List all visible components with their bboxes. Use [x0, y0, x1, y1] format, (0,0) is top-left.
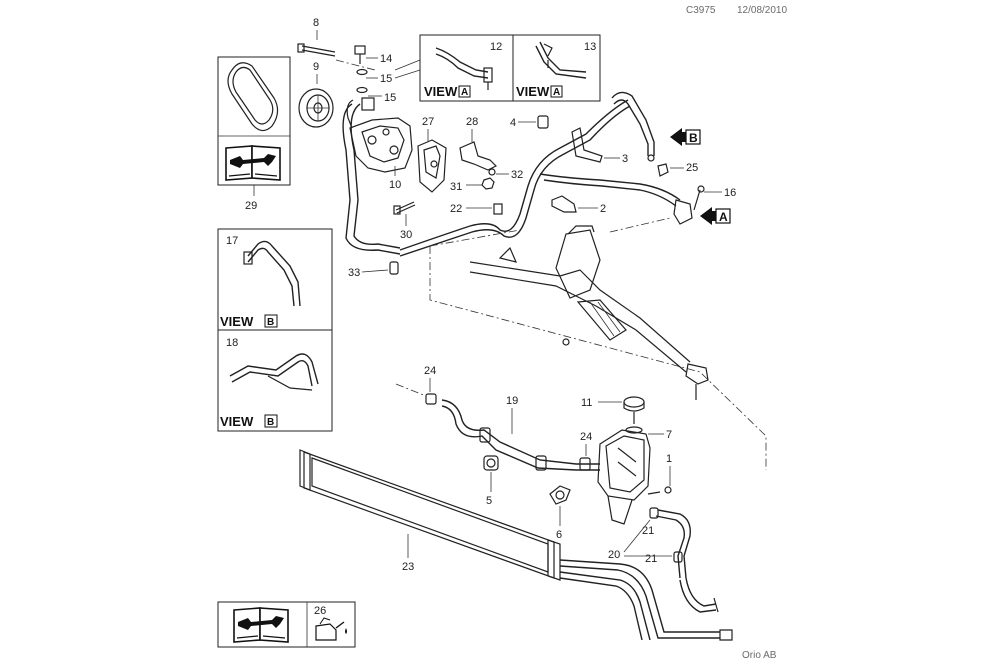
callout-11: 11 — [581, 397, 592, 409]
callout-13: 13 — [584, 41, 596, 53]
wrench-icon — [230, 154, 276, 168]
diagram-code: C3975 — [686, 5, 716, 16]
callout-27: 27 — [422, 116, 434, 128]
wrench-icon — [238, 616, 284, 630]
hose-bracket-28 — [459, 141, 498, 171]
drop-icon — [345, 628, 347, 634]
view-b-box-17: 17 VIEW B — [217, 228, 333, 331]
return-hose-19 — [441, 399, 600, 471]
callout-24-right: 24 — [580, 431, 592, 443]
oil-cooler — [299, 449, 733, 641]
callout-22: 22 — [450, 203, 462, 215]
hose-clamp-6 — [549, 485, 571, 505]
callout-33: 33 — [348, 267, 360, 279]
callout-2: 2 — [600, 203, 606, 215]
callout-16: 16 — [724, 187, 736, 199]
callout-3: 3 — [622, 153, 628, 165]
bolt-part — [297, 43, 336, 57]
callout-19: 19 — [506, 395, 518, 407]
steering-rack — [469, 225, 709, 400]
callout-21-bottom: 21 — [645, 553, 657, 565]
callout-15-top: 15 — [380, 73, 392, 85]
callout-4: 4 — [510, 117, 516, 129]
pump-bracket — [417, 139, 447, 193]
view-a-label-12: VIEW — [424, 84, 458, 99]
belt-manual-box — [217, 56, 291, 186]
arrow-a-letter: A — [719, 210, 728, 224]
callout-6: 6 — [556, 529, 562, 541]
view-b-letter-18: B — [267, 417, 274, 428]
callout-20: 20 — [608, 549, 620, 561]
callout-15-mid: 15 — [384, 92, 396, 104]
arrow-b-letter: B — [689, 131, 698, 145]
view-a-box-12: 12 VIEW A — [419, 34, 514, 102]
manual-oil-box: 26 — [217, 601, 356, 648]
pulley-part — [298, 88, 334, 128]
callout-12: 12 — [490, 41, 502, 53]
oil-can-icon — [315, 617, 345, 641]
callout-24-top: 24 — [424, 365, 436, 377]
view-b-label-18: VIEW — [220, 414, 254, 429]
callout-1: 1 — [666, 453, 672, 465]
view-a-letter-13: A — [553, 87, 560, 98]
reservoir-cap — [623, 396, 645, 424]
hose-clamp-5 — [483, 455, 499, 471]
callout-32: 32 — [511, 169, 523, 181]
callout-18: 18 — [226, 337, 238, 349]
callout-30: 30 — [400, 229, 412, 241]
callout-14: 14 — [380, 53, 392, 65]
fluid-reservoir — [597, 426, 651, 525]
callout-28: 28 — [466, 116, 478, 128]
callout-8: 8 — [313, 17, 319, 29]
callout-25: 25 — [686, 162, 698, 174]
hose-bracket-2 — [551, 195, 577, 213]
callout-10: 10 — [389, 179, 401, 191]
hose-bracket-3 — [571, 127, 603, 163]
view-b-label-17: VIEW — [220, 314, 254, 329]
callout-29: 29 — [245, 200, 257, 212]
callout-23: 23 — [402, 561, 414, 573]
callout-9: 9 — [313, 61, 319, 73]
callout-17: 17 — [226, 235, 238, 247]
view-a-direction-arrow: A — [700, 207, 731, 225]
callout-5: 5 — [486, 495, 492, 507]
callout-26: 26 — [314, 605, 326, 617]
callout-31: 31 — [450, 181, 462, 193]
power-steering-pump — [346, 97, 413, 173]
view-a-box-13: 13 VIEW A — [512, 34, 601, 102]
callout-7: 7 — [666, 429, 672, 441]
view-a-letter-12: A — [461, 87, 468, 98]
banjo-bolt-part — [354, 45, 366, 64]
view-b-letter-17: B — [267, 317, 274, 328]
bolt-30 — [393, 201, 416, 215]
view-b-direction-arrow: B — [670, 128, 701, 146]
view-a-label-13: VIEW — [516, 84, 550, 99]
diagram-date: 12/08/2010 — [737, 5, 787, 16]
callout-21-top: 21 — [642, 525, 654, 537]
footer-brand: Orio AB — [742, 650, 777, 661]
view-b-box-18: 18 VIEW B — [217, 329, 333, 432]
